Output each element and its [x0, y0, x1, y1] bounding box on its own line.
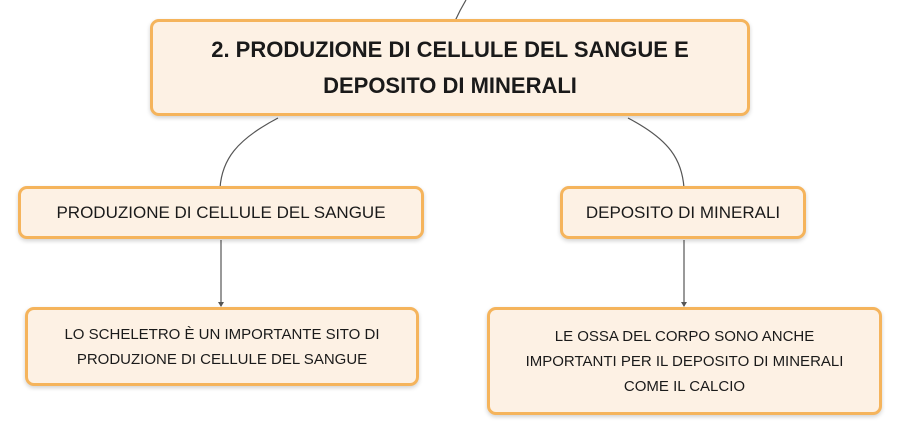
deposit-detail-node[interactable]: LE OSSA DEL CORPO SONO ANCHE IMPORTANTI … [487, 307, 882, 415]
connector-main-to-deposit [627, 117, 685, 189]
deposit-detail-text: LE OSSA DEL CORPO SONO ANCHE IMPORTANTI … [525, 327, 844, 395]
production-detail-text: LO SCHELETRO È UN IMPORTANTE SITO DI PRO… [64, 325, 380, 368]
main-topic-node[interactable]: 2. PRODUZIONE DI CELLULE DEL SANGUE E DE… [150, 19, 750, 116]
deposit-topic-label: DEPOSITO DI MINERALI [585, 202, 781, 222]
production-topic-node[interactable]: PRODUZIONE DI CELLULE DEL SANGUE [18, 186, 424, 239]
connector-parent-to-main [454, 0, 467, 22]
main-topic-label: 2. PRODUZIONE DI CELLULE DEL SANGUE E DE… [211, 36, 689, 98]
production-topic-label: PRODUZIONE DI CELLULE DEL SANGUE [56, 202, 386, 222]
deposit-topic-node[interactable]: DEPOSITO DI MINERALI [560, 186, 806, 239]
connector-production-arrowhead [218, 302, 224, 307]
connector-main-to-production [219, 117, 279, 189]
production-detail-node[interactable]: LO SCHELETRO È UN IMPORTANTE SITO DI PRO… [25, 307, 419, 386]
connector-deposit-arrowhead [681, 302, 687, 307]
